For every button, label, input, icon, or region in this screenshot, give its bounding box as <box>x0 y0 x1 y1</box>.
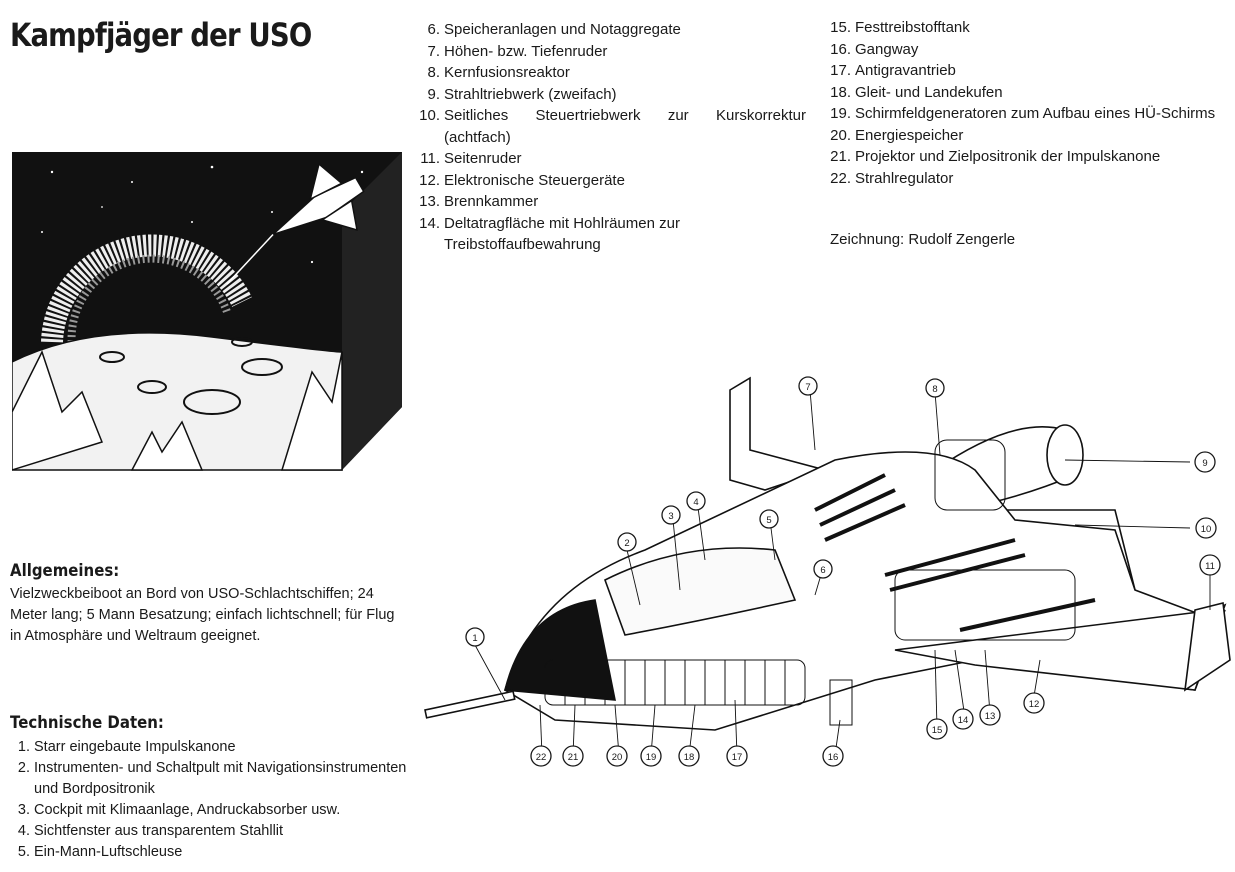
svg-text:17: 17 <box>732 752 743 763</box>
list-item: 5.Ein-Mann-Luftschleuse <box>17 844 183 860</box>
list-item: 7.Höhen- bzw. Tiefenruder <box>427 42 608 60</box>
svg-text:2: 2 <box>624 538 629 549</box>
callout-9: 9 <box>1194 451 1216 473</box>
list-item: 6.Speicheranlagen und Notaggregate <box>427 21 681 38</box>
svg-text:6: 6 <box>820 565 825 576</box>
list-item: 19.Schirmfeldgeneratoren zum Aufbau eine… <box>830 105 1216 122</box>
svg-text:3: 3 <box>668 511 673 522</box>
list-item: 10.Seitliches Steuertriebwerk zur Kursko… <box>419 107 806 146</box>
svg-text:20: 20 <box>612 752 623 763</box>
callout-5: 5 <box>759 509 779 529</box>
callout-4: 4 <box>686 491 706 511</box>
callout-14: 14 <box>952 708 974 730</box>
callout-15: 15 <box>926 718 948 740</box>
list-item: 9.Strahltriebwerk (zweifach) <box>427 85 617 103</box>
illustration-credit: Zeichnung: Rudolf Zengerle <box>830 231 1016 248</box>
section-heading-general: Allgemeines: <box>10 561 120 581</box>
svg-text:9: 9 <box>1202 458 1207 469</box>
callout-3: 3 <box>661 505 681 525</box>
list-item: 21.Projektor und Zielpositronik der Impu… <box>830 148 1161 165</box>
callout-16: 16 <box>822 745 844 767</box>
list-item: 1.Starr eingebaute Impulskanone <box>17 739 236 755</box>
list-item: 8.Kernfusionsreaktor <box>427 64 570 81</box>
callout-17: 17 <box>726 745 748 767</box>
svg-text:5: 5 <box>766 515 771 526</box>
moon-landscape-illustration <box>12 152 402 472</box>
list-item: 12.Elektronische Steuergeräte <box>419 171 625 189</box>
list-item: 16.Gangway <box>830 40 919 58</box>
list-item: 15.Festtreibstofftank <box>830 19 970 36</box>
svg-text:16: 16 <box>828 752 839 763</box>
list-item: 4.Sichtfenster aus transparentem Stahlli… <box>17 823 284 839</box>
svg-text:22: 22 <box>536 752 547 763</box>
svg-text:18: 18 <box>684 752 695 763</box>
general-description: Vielzweckbeiboot an Bord von USO-Schlach… <box>10 586 395 644</box>
callout-1: 1 <box>465 627 485 647</box>
list-item: 14.Deltatragfläche mit Hohlräumen zur Tr… <box>419 214 680 254</box>
svg-text:12: 12 <box>1029 699 1040 710</box>
callout-12: 12 <box>1023 692 1045 714</box>
parts-list-middle: 6.Speicheranlagen und Notaggregate 7.Höh… <box>416 19 806 256</box>
list-item: 3.Cockpit mit Klimaanlage, Andruckabsorb… <box>17 802 341 818</box>
svg-text:7: 7 <box>805 382 810 393</box>
callout-6: 6 <box>813 559 833 579</box>
callout-21: 21 <box>562 745 584 767</box>
list-item: 18.Gleit- und Landekufen <box>830 83 1003 101</box>
svg-text:8: 8 <box>932 384 937 395</box>
svg-text:14: 14 <box>958 715 969 726</box>
svg-text:10: 10 <box>1201 524 1212 535</box>
callout-20: 20 <box>606 745 628 767</box>
list-item: 20.Energiespeicher <box>830 126 964 144</box>
list-item: 11.Seitenruder <box>420 150 522 167</box>
callout-19: 19 <box>640 745 662 767</box>
technical-data-list: 1.Starr eingebaute Impulskanone 2.Instru… <box>12 737 407 863</box>
list-item: 2.Instrumenten- und Schaltpult mit Navig… <box>17 760 407 797</box>
fighter-cutaway-diagram: 1 2 3 4 5 6 7 8 9 10 11 12 13 14 15 16 1… <box>424 376 1231 767</box>
callout-13: 13 <box>979 704 1001 726</box>
callout-10: 10 <box>1195 517 1217 539</box>
callout-2: 2 <box>617 532 637 552</box>
list-item: 22.Strahlregulator <box>830 169 954 187</box>
svg-text:21: 21 <box>568 752 579 763</box>
svg-text:19: 19 <box>646 752 657 763</box>
svg-text:4: 4 <box>693 497 698 508</box>
callout-8: 8 <box>925 378 945 398</box>
list-item: 17.Antigravantrieb <box>830 62 956 79</box>
list-item: 13.Brennkammer <box>419 193 539 210</box>
callout-18: 18 <box>678 745 700 767</box>
callout-11: 11 <box>1199 554 1221 576</box>
svg-text:1: 1 <box>472 633 477 644</box>
callout-22: 22 <box>530 745 552 767</box>
page-title: Kampfjäger der USO <box>10 16 312 54</box>
parts-list-right: 15.Festtreibstofftank 16.Gangway 17.Anti… <box>829 17 1221 189</box>
section-heading-technical: Technische Daten: <box>10 713 164 733</box>
svg-text:11: 11 <box>1205 561 1215 572</box>
svg-text:13: 13 <box>985 711 996 722</box>
callout-7: 7 <box>798 376 818 396</box>
svg-text:15: 15 <box>932 725 943 736</box>
